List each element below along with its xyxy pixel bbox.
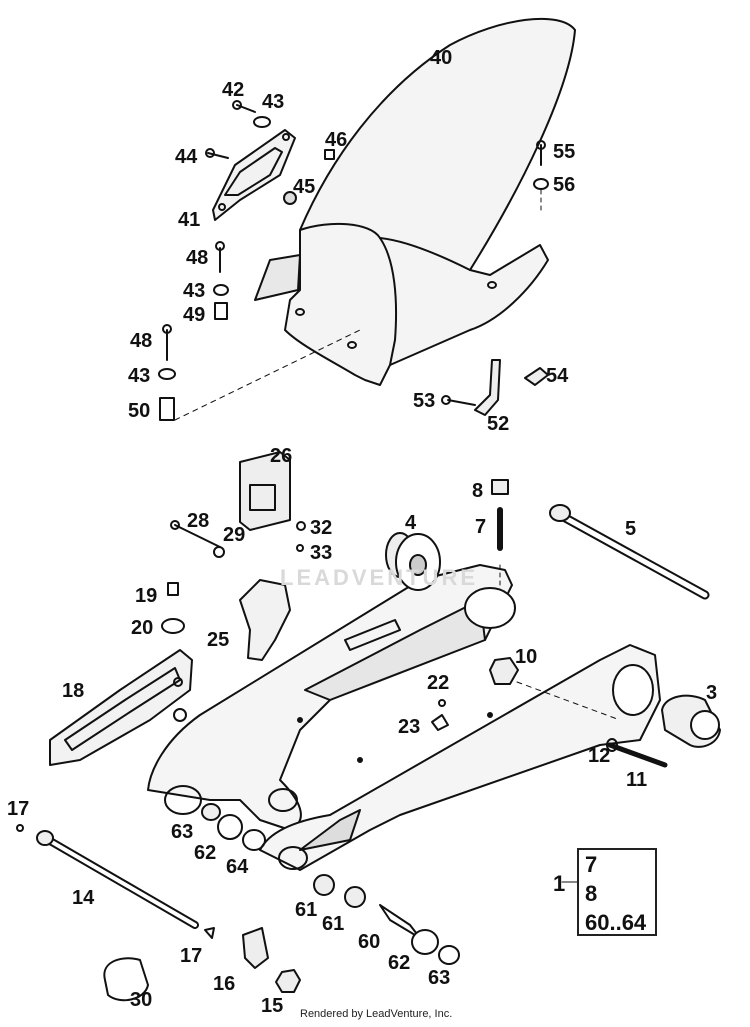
assembly-item: 7 — [585, 852, 598, 877]
chain-adjuster — [606, 694, 721, 768]
assembly-item: 60..64 — [585, 910, 647, 935]
callout-33: 33 — [310, 542, 333, 564]
pivot-axle — [549, 504, 710, 600]
watermark: LEADVENTURE — [280, 565, 479, 590]
callout-7: 7 — [475, 516, 487, 538]
callout-8: 8 — [472, 480, 484, 502]
callout-20: 20 — [131, 617, 154, 639]
callout-43: 43 — [128, 365, 151, 387]
callout-17: 17 — [7, 798, 30, 820]
callout-5: 5 — [625, 518, 637, 540]
callout-60: 60 — [358, 931, 381, 953]
assembly-item: 8 — [585, 881, 598, 906]
callout-56: 56 — [553, 174, 576, 196]
pivot-bearing — [385, 532, 441, 591]
bolt-and-nut — [431, 479, 621, 731]
callout-14: 14 — [72, 887, 95, 909]
callout-52: 52 — [487, 413, 510, 435]
callout-63: 63 — [171, 821, 194, 843]
callout-26: 26 — [270, 445, 293, 467]
upper-fasteners — [158, 100, 549, 421]
chain-slider — [49, 649, 193, 766]
assembly-reference-box: 7 8 60..64 — [577, 848, 657, 936]
callout-48: 48 — [186, 247, 209, 269]
callout-62: 62 — [194, 842, 217, 864]
callout-22: 22 — [427, 672, 450, 694]
callout-16: 16 — [213, 973, 236, 995]
callout-55: 55 — [553, 141, 576, 163]
callout-42: 42 — [222, 79, 245, 101]
rear-fender — [254, 17, 576, 386]
callout-64: 64 — [226, 856, 249, 878]
callout-43: 43 — [262, 91, 285, 113]
callout-4: 4 — [405, 512, 417, 534]
callout-15: 15 — [261, 995, 284, 1017]
assembly-number: 1 — [553, 871, 566, 896]
callout-40: 40 — [430, 47, 453, 69]
callout-54: 54 — [546, 365, 569, 387]
callout-17: 17 — [180, 945, 203, 967]
callout-3: 3 — [706, 682, 718, 704]
callout-50: 50 — [128, 400, 151, 422]
callout-63: 63 — [428, 967, 451, 989]
callout-49: 49 — [183, 304, 206, 326]
callout-43: 43 — [183, 280, 206, 302]
swingarm-pivot-shaft — [16, 824, 199, 929]
callout-12: 12 — [588, 745, 611, 767]
callout-45: 45 — [293, 176, 316, 198]
callout-18: 18 — [62, 680, 85, 702]
swingarm — [147, 564, 661, 871]
mud-flap-bracket — [212, 129, 296, 221]
render-credit: Rendered by LeadVenture, Inc. — [300, 1008, 453, 1020]
callout-46: 46 — [325, 129, 348, 151]
callout-44: 44 — [175, 146, 198, 168]
callout-53: 53 — [413, 390, 436, 412]
callout-19: 19 — [135, 585, 158, 607]
callout-61: 61 — [322, 913, 345, 935]
callout-11: 11 — [626, 769, 648, 791]
callout-25: 25 — [207, 629, 230, 651]
callout-48: 48 — [130, 330, 153, 352]
callout-41: 41 — [178, 209, 201, 231]
callout-29: 29 — [223, 524, 246, 546]
pivot-bushings-right — [313, 874, 460, 965]
callout-62: 62 — [388, 952, 411, 974]
callout-30: 30 — [130, 989, 153, 1011]
callout-23: 23 — [398, 716, 421, 738]
callout-32: 32 — [310, 517, 333, 539]
lower-small-parts — [103, 927, 301, 1002]
pivot-bushings-left — [201, 803, 266, 851]
callout-10: 10 — [515, 646, 538, 668]
chain-guide-block — [161, 451, 306, 661]
callout-28: 28 — [187, 510, 210, 532]
callout-61: 61 — [295, 899, 318, 921]
